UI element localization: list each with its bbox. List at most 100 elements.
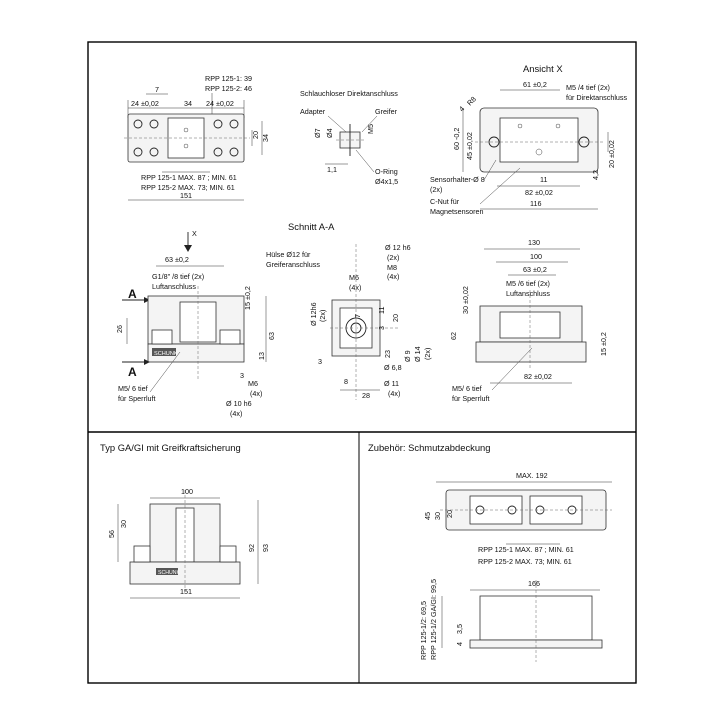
- dim-7: 7: [155, 85, 159, 94]
- dim-15-section: 15 ±0,2: [243, 286, 252, 310]
- dim-100: 100: [530, 252, 542, 261]
- m5-sperrluft-right-2: für Sperrluft: [452, 394, 490, 403]
- dim-151-top: 151: [180, 191, 192, 200]
- drawing-frame: [87, 41, 637, 684]
- schunk-logo: SCHUNK: [154, 351, 178, 357]
- adapter-label: Adapter: [300, 107, 326, 116]
- dim-3-section: 3: [240, 371, 244, 380]
- section-logo-plate: [152, 348, 176, 356]
- cover-rpp2-note: RPP 125-2 MAX. 73; MIN. 61: [478, 557, 572, 566]
- dim-62: 62: [449, 332, 458, 340]
- view-x-arrow: [184, 245, 192, 252]
- dim-11: 11: [540, 175, 547, 184]
- c-nut-label: C-Nut für: [430, 197, 460, 206]
- oring-size-label: Ø4x1,5: [375, 177, 398, 186]
- dim-34-vertical: 34: [261, 134, 270, 142]
- dim-63-right: 63 ±0,2: [523, 265, 547, 274]
- dim-45-cover: 45: [423, 512, 432, 520]
- d7-label: Ø7: [313, 128, 322, 138]
- view-x-marker: X: [192, 229, 197, 238]
- c-nut-label-2: Magnetsensoren: [430, 207, 484, 216]
- m5-direct-note: M5 /4 tief (2x): [566, 83, 610, 92]
- d11-count: (4x): [388, 389, 400, 398]
- dim-82-ansicht: 82 ±0,02: [525, 188, 553, 197]
- dim-30-right: 30 ±0,02: [461, 286, 470, 314]
- m5-sperrluft-note: M5/ 6 tief: [118, 384, 148, 393]
- sensor-holder-label: Sensorhalter-Ø 8: [430, 175, 485, 184]
- dim-20-ansicht: 20 ±0,02: [607, 140, 616, 168]
- d12-count: (2x): [387, 253, 399, 262]
- dim-24-left: 24 ±0,02: [131, 99, 159, 108]
- right-body-lower: [475, 341, 587, 363]
- m5-air-port-note-2: Luftanschluss: [506, 289, 550, 298]
- greifer-label: Greifer: [375, 107, 398, 116]
- m8-count: (4x): [387, 272, 399, 281]
- hose-detail-view: Schlauchloser Direktanschluss Adapter Gr…: [300, 89, 398, 186]
- rpp2-stroke-note: RPP 125-2 MAX. 73; MIN. 61: [141, 183, 235, 192]
- dim-34: 34: [184, 99, 192, 108]
- dim-24-right: 24 ±0,02: [206, 99, 234, 108]
- ga-gi-title: Typ GA/GI mit Greifkraftsicherung: [100, 442, 241, 453]
- d14-label: Ø 14: [413, 346, 422, 362]
- dim-23: 23: [383, 350, 392, 358]
- d12-vertical-count: (2x): [318, 310, 327, 322]
- ansicht-x-view: Ansicht X 61 ±0,2 M5 /4 tief (2x) für Di…: [430, 63, 628, 216]
- dim-100-gagi: 100: [181, 487, 193, 496]
- rpp1-stroke-note: RPP 125-1 MAX. 87 ; MIN. 61: [141, 173, 237, 182]
- dim-63-vertical: 63: [267, 332, 276, 340]
- section-marker-a-top: A: [128, 287, 137, 301]
- dim-4-chamfer: 4: [457, 104, 466, 113]
- middle-detail-view: Hülse Ø12 für Greiferanschluss Ø 12 h6 (…: [266, 243, 432, 400]
- right-section-view: 130 100 63 ±0,2 M5 /6 tief (2x) Luftansc…: [449, 238, 608, 403]
- dust-cover-view: Zubehör: Schmutzabdeckung MAX. 192 45 30…: [368, 442, 612, 662]
- top-left-plan-view: RPP 125-1: 39 RPP 125-2: 46 7 24 ±0,02 3…: [124, 74, 270, 201]
- huelse-label-2: Greiferanschluss: [266, 260, 320, 269]
- dim-4-cover: 4: [455, 642, 464, 646]
- m6-label-middle: M6: [349, 273, 359, 282]
- dim-13: 13: [257, 352, 266, 360]
- dust-cover-title: Zubehör: Schmutzabdeckung: [368, 442, 490, 453]
- dim-30-cover: 30: [433, 512, 442, 520]
- oring-label: O-Ring: [375, 167, 398, 176]
- dim-20-middle: 20: [391, 314, 400, 322]
- dim-116: 116: [530, 199, 541, 208]
- dim-93: 93: [261, 544, 270, 552]
- r8-label: R8: [465, 95, 478, 108]
- dim-45: 45 ±0,02: [465, 132, 474, 160]
- rpp12-ga-gi-99-5: RPP 125-1/2 GA/GI: 99,5: [429, 579, 438, 660]
- dim-166: 166: [528, 579, 540, 588]
- dim-3-5: 3,5: [455, 624, 464, 634]
- hose-detail-title: Schlauchloser Direktanschluss: [300, 89, 398, 98]
- d12-h6-label: Ø 12 h6: [385, 243, 411, 252]
- g18-port-note: G1/8" /8 tief (2x): [152, 272, 204, 281]
- dim-63-section: 63 ±0,2: [165, 255, 189, 264]
- m6-count-section: (4x): [250, 389, 262, 398]
- dim-130: 130: [528, 238, 540, 247]
- d10-count: (4x): [230, 409, 242, 418]
- huelse-label: Hülse Ø12 für: [266, 250, 311, 259]
- dim-151-gagi: 151: [180, 587, 192, 596]
- dim-61: 61 ±0,2: [523, 80, 547, 89]
- d11-label: Ø 11: [384, 379, 399, 388]
- dim-28: 28: [362, 391, 370, 400]
- dim-20-cover: 20: [445, 510, 454, 518]
- d10-h6-label: Ø 10 h6: [226, 399, 252, 408]
- rpp2-height-label: RPP 125-2: 46: [205, 84, 252, 93]
- m6-count-middle: (4x): [349, 283, 361, 292]
- dim-20-vertical: 20: [251, 131, 260, 139]
- m6-label-section: M6: [248, 379, 258, 388]
- dim-3-middle: 3: [377, 326, 386, 330]
- m8-label: M8: [387, 263, 397, 272]
- dim-11-middle: 11: [377, 307, 386, 314]
- section-title: Schnitt A-A: [288, 221, 335, 232]
- m5-sperrluft-note-2: für Sperrluft: [118, 394, 156, 403]
- d12-vertical-label: Ø 12h6: [309, 302, 318, 326]
- dim-82-right: 82 ±0,02: [524, 372, 552, 381]
- dim-15-right: 15 ±0,2: [599, 332, 608, 356]
- schunk-logo-gagi: SCHUNK: [158, 570, 180, 576]
- dim-56: 56: [107, 530, 116, 538]
- dim-max-192: MAX. 192: [516, 471, 548, 480]
- d4-label: Ø4: [325, 128, 334, 138]
- dim-7-middle: 7: [353, 314, 362, 318]
